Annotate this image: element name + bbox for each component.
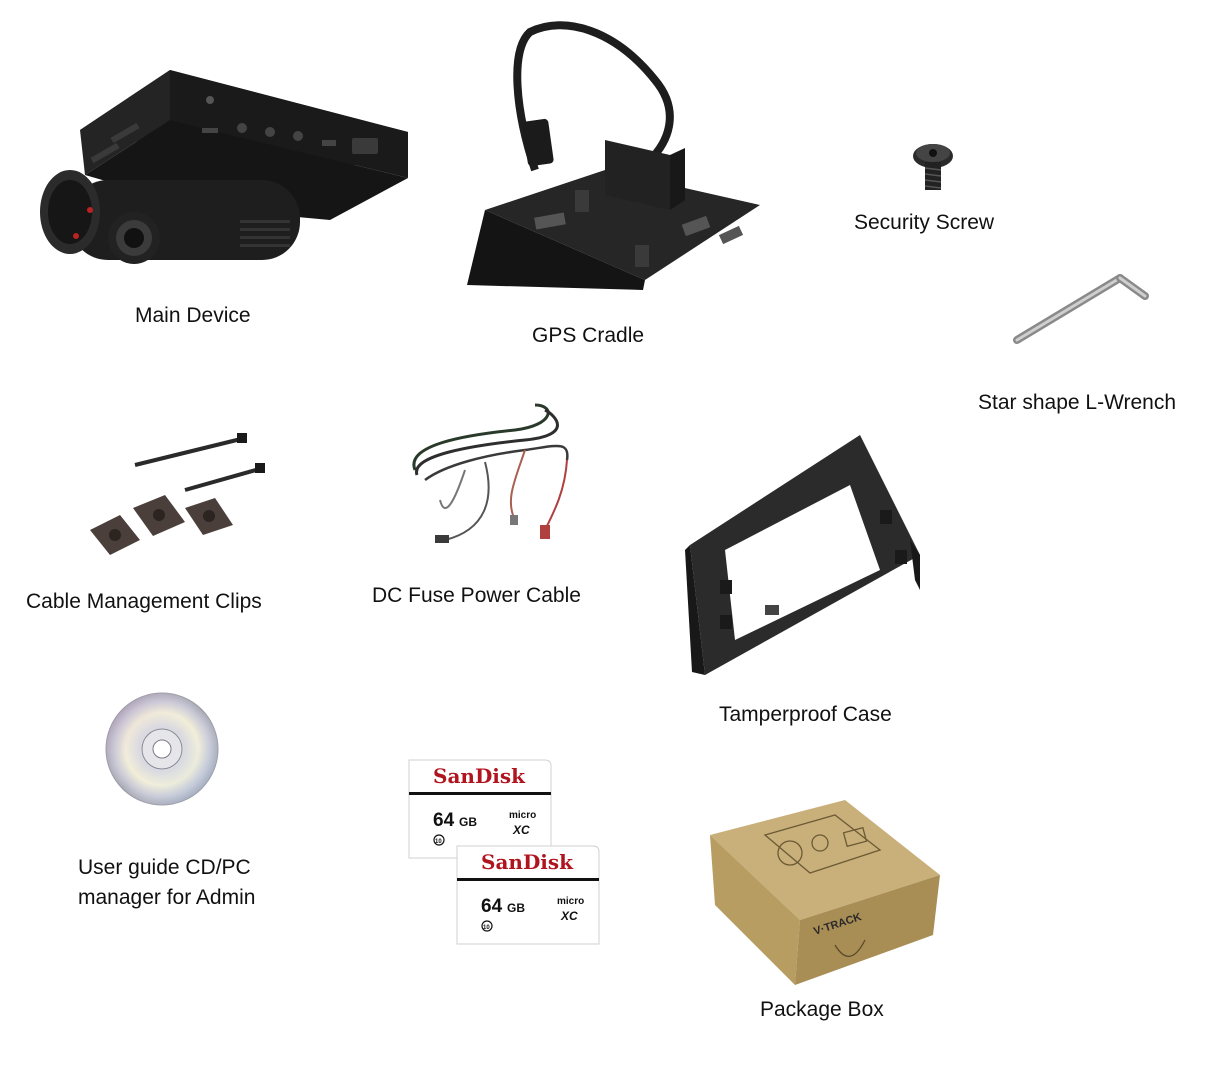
main-device-item — [30, 60, 420, 280]
sd-card-2-format-bottom: XC — [560, 909, 578, 923]
sd-card-2-class: 10 — [483, 925, 490, 931]
tamperproof-case-icon — [685, 435, 920, 675]
user-guide-cd-item — [103, 690, 221, 808]
power-cable-label: DC Fuse Power Cable — [372, 584, 581, 607]
package-box-item: V·TRACK — [705, 795, 945, 990]
sd-card-2-capacity: 64 — [481, 896, 503, 917]
power-cable-icon — [412, 403, 569, 543]
sd-card-2-format-top: micro — [557, 896, 584, 907]
screw-icon — [913, 144, 953, 190]
package-box-icon: V·TRACK — [710, 800, 940, 985]
sd-card-1-brand: SanDisk — [433, 764, 526, 788]
sd-card-icon: SanDisk 64 GB micro XC 10 SanDisk 64 GB … — [408, 759, 600, 945]
sd-cards-item: SanDisk 64 GB micro XC 10 SanDisk 64 GB … — [405, 758, 605, 953]
power-cable-item — [405, 400, 595, 565]
gps-cradle-label: GPS Cradle — [532, 324, 645, 347]
sd-card-2-brand: SanDisk — [481, 850, 574, 874]
security-screw-item — [905, 140, 965, 195]
l-wrench-item — [1005, 262, 1155, 352]
cable-clips-label: Cable Management Clips — [26, 590, 262, 613]
cable-clips-icon — [90, 433, 265, 555]
security-screw-label: Security Screw — [854, 211, 995, 234]
gps-cradle-item — [455, 20, 775, 295]
user-guide-label-line2: manager for Admin — [78, 886, 256, 909]
sd-card-1-format-top: micro — [509, 810, 536, 821]
main-device-label: Main Device — [135, 304, 251, 327]
sd-card-1-class: 10 — [435, 839, 442, 845]
tamper-case-label: Tamperproof Case — [719, 703, 892, 726]
sd-card-1-capacity: 64 — [433, 810, 455, 831]
gps-cradle-icon — [467, 21, 760, 290]
dashcam-icon — [40, 70, 408, 264]
sd-card-2-unit: GB — [507, 901, 525, 915]
package-box-label: Package Box — [760, 998, 884, 1021]
tamper-case-item — [680, 430, 930, 680]
l-wrench-label: Star shape L-Wrench — [978, 391, 1177, 414]
user-guide-label: User guide CD/PC manager for Admin — [78, 853, 255, 913]
user-guide-label-line1: User guide CD/PC — [78, 856, 251, 879]
cd-icon — [105, 692, 219, 806]
sd-card-1-format-bottom: XC — [512, 823, 530, 837]
cable-clips-item — [85, 430, 275, 570]
l-wrench-icon — [1013, 274, 1149, 344]
sd-card-1-unit: GB — [459, 815, 477, 829]
